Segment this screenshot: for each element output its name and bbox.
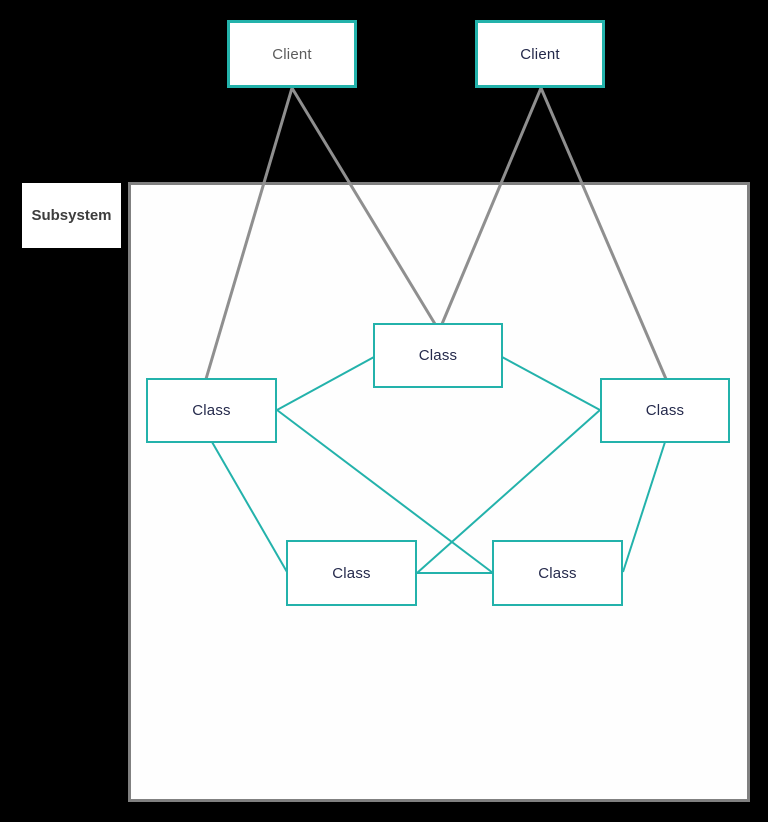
node-class-center[interactable]: Class — [373, 323, 503, 388]
edge-class-right-to-class-bottom-right[interactable] — [622, 441, 666, 573]
subsystem-label: Subsystem — [31, 207, 112, 224]
edge-class-center-to-class-right[interactable] — [501, 356, 601, 411]
node-client-2-label: Client — [520, 45, 560, 63]
node-class-left-label: Class — [192, 402, 231, 419]
edge-class-left-to-class-center[interactable] — [276, 356, 375, 411]
edge-client1-to-class-center[interactable] — [290, 87, 437, 325]
node-client-1[interactable]: Client — [227, 20, 357, 88]
edge-client2-to-class-center[interactable] — [440, 87, 543, 325]
edge-class-left-to-class-bottom-left[interactable] — [211, 441, 288, 573]
node-class-right-label: Class — [645, 402, 685, 419]
node-class-bottom-left-label: Class — [332, 564, 371, 582]
node-class-bottom-left[interactable]: Class — [286, 540, 417, 606]
node-client-1-label: Client — [272, 45, 312, 63]
node-class-bottom-right-label: Class — [538, 564, 577, 582]
subsystem-container[interactable] — [128, 182, 750, 802]
node-class-left[interactable]: Class — [146, 378, 277, 443]
node-client-2[interactable]: Client — [475, 20, 605, 88]
node-class-bottom-right[interactable]: Class — [492, 540, 623, 606]
edge-class-left-to-class-bottom-right[interactable] — [276, 409, 494, 574]
edge-client1-to-class-left[interactable] — [204, 87, 294, 380]
node-class-right[interactable]: Class — [600, 378, 730, 443]
node-class-center-label: Class — [418, 347, 458, 364]
subsystem-label-box[interactable]: Subsystem — [22, 183, 121, 248]
edge-class-right-to-class-bottom-left[interactable] — [416, 409, 601, 574]
edge-client2-to-class-right[interactable] — [539, 87, 668, 380]
